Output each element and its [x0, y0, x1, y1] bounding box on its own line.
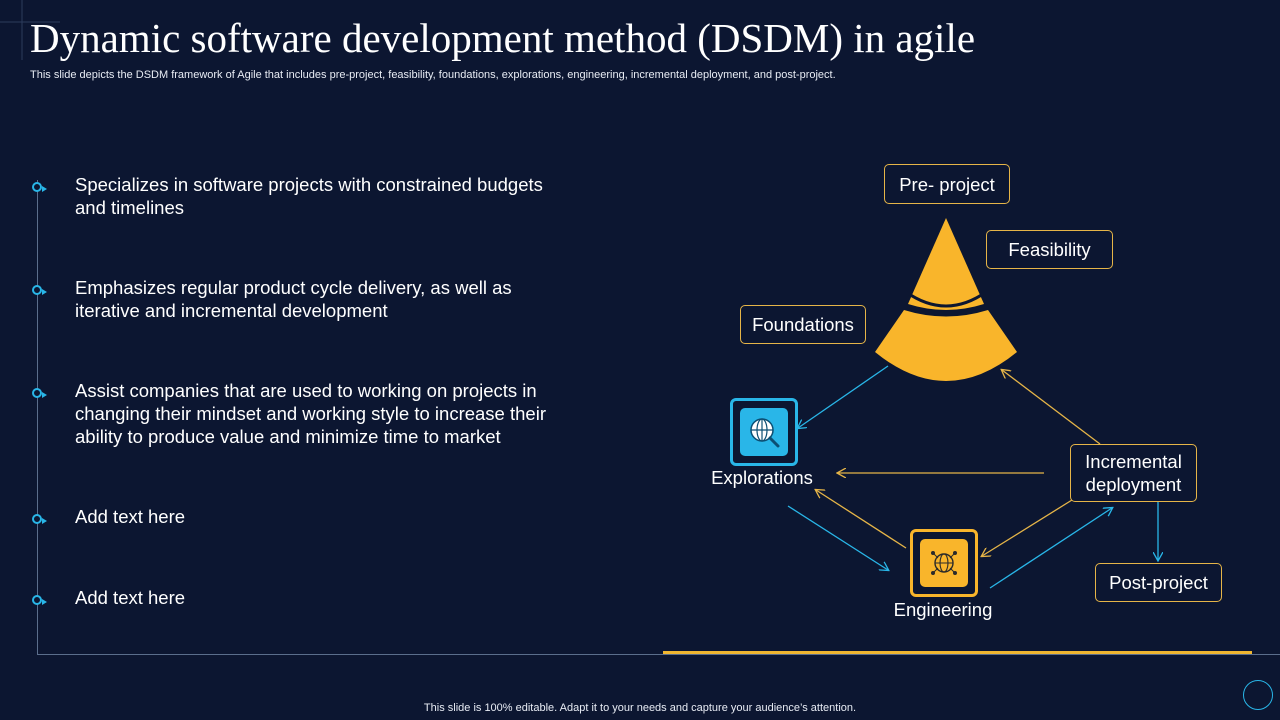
corner-circle-decoration: [1243, 680, 1273, 710]
footer-note: This slide is 100% editable. Adapt it to…: [0, 702, 1280, 714]
arrow-incremental-to-cone: [1002, 370, 1100, 444]
incremental-deployment-box: Incremental deployment: [1070, 444, 1197, 502]
cone-top-shape: [908, 218, 984, 310]
arrow-engineering-to-incremental: [990, 508, 1112, 588]
arrow-explorations-to-engineering: [788, 506, 888, 570]
engineering-tile: [910, 529, 978, 597]
arrow-engineering-to-explorations: [816, 490, 906, 548]
globe-network-icon: [920, 539, 968, 587]
post-project-box: Post-project: [1095, 563, 1222, 602]
globe-search-icon: [740, 408, 788, 456]
engineering-label: Engineering: [883, 599, 1003, 621]
arrow-foundations-to-explorations: [798, 366, 888, 428]
cone-bottom-shape: [875, 310, 1017, 381]
foundations-box: Foundations: [740, 305, 866, 344]
pre-project-box: Pre- project: [884, 164, 1010, 204]
explorations-label: Explorations: [702, 467, 822, 489]
bottom-divider: [37, 654, 1280, 655]
arrow-incremental-to-engineering: [982, 500, 1072, 556]
feasibility-box: Feasibility: [986, 230, 1113, 269]
gold-accent-bar: [663, 651, 1252, 654]
explorations-tile: [730, 398, 798, 466]
